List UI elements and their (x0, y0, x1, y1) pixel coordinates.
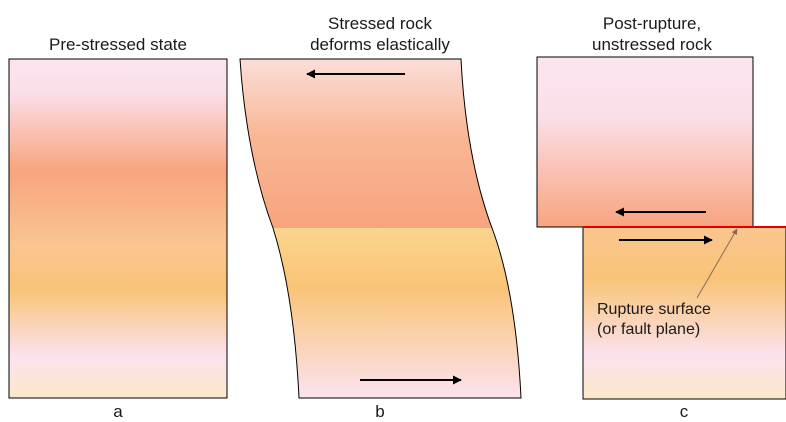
panel-b-title: Stressed rock deforms elastically (280, 13, 480, 55)
panel-c-title-line1: Post-rupture, (567, 13, 737, 34)
rock-block-b (240, 59, 521, 398)
rock-block-b-upper (240, 59, 492, 228)
annotation-line1: Rupture surface (597, 300, 711, 320)
rock-block-c-upper (537, 57, 753, 227)
annotation-line2: (or fault plane) (597, 320, 711, 340)
rupture-surface-annotation: Rupture surface (or fault plane) (597, 300, 711, 340)
panel-c-label: c (674, 401, 694, 422)
rock-block-b-lower (273, 228, 521, 398)
panel-c-title-line2: unstressed rock (567, 34, 737, 55)
rock-block-a (9, 59, 227, 398)
panel-a-label: a (108, 401, 128, 422)
panel-b-title-line1: Stressed rock (280, 13, 480, 34)
panel-c-title: Post-rupture, unstressed rock (567, 13, 737, 55)
panel-b-title-line2: deforms elastically (280, 34, 480, 55)
panel-a-title: Pre-stressed state (9, 34, 227, 55)
panel-b-label: b (370, 401, 390, 422)
